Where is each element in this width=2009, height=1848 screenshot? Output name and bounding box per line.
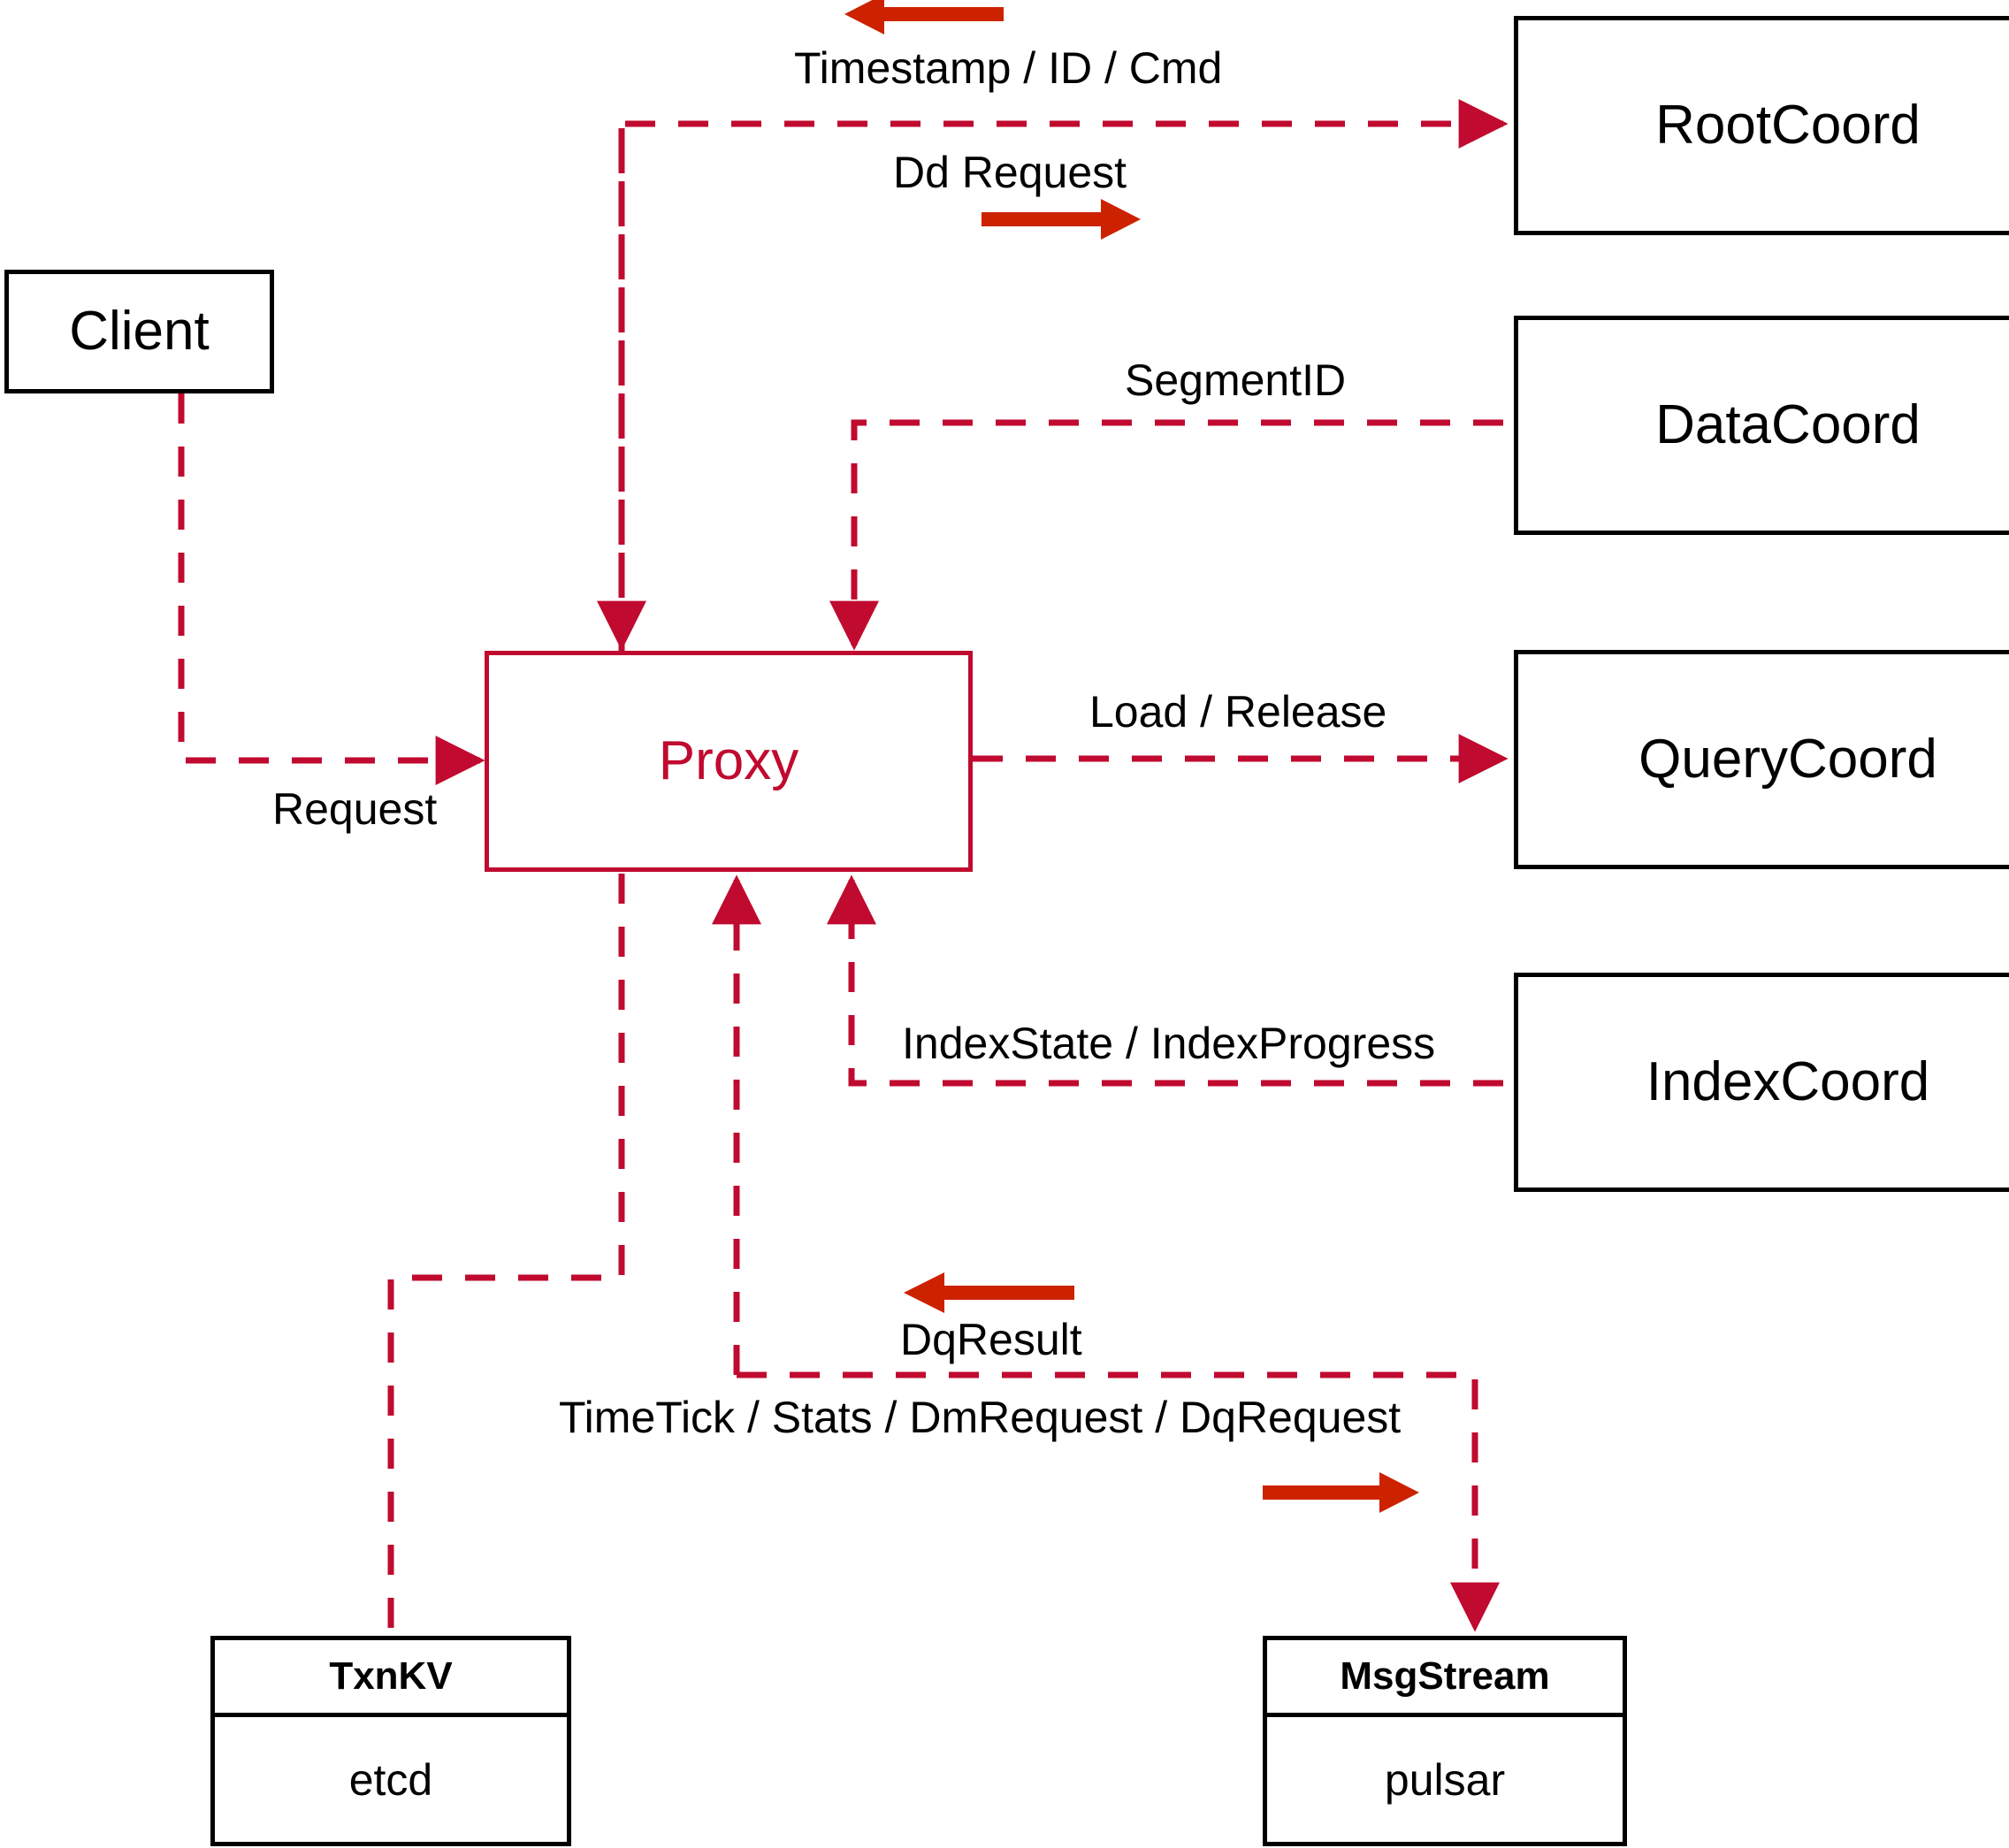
node-msgstream-title: MsgStream [1267, 1640, 1623, 1717]
node-txnkv-title: TxnKV [215, 1640, 567, 1717]
node-msgstream[interactable]: MsgStream pulsar [1263, 1636, 1627, 1846]
node-rootcoord[interactable]: RootCoord [1514, 16, 2009, 235]
edge-label-load-release: Load / Release [1089, 687, 1387, 737]
node-proxy[interactable]: Proxy [485, 651, 973, 872]
edge-proxy-to-msgstream [737, 1371, 1500, 1632]
edge-indexcoord-to-proxy [827, 874, 1503, 1087]
edge-label-timetick-stats: TimeTick / Stats / DmRequest / DqRequest [559, 1393, 1402, 1442]
node-client-label: Client [69, 301, 210, 362]
edge-label-segment-id: SegmentID [1125, 355, 1347, 405]
edge-label-request: Request [272, 784, 438, 834]
edge-label-dd-request: Dd Request [893, 148, 1127, 197]
edge-datacoord-to-proxy [829, 419, 1503, 651]
node-client[interactable]: Client [4, 270, 274, 393]
edge-label-timestamp-id-cmd: Timestamp / ID / Cmd [794, 43, 1223, 93]
node-rootcoord-label: RootCoord [1655, 95, 1921, 156]
edge-label-index-state: IndexState / IndexProgress [902, 1019, 1436, 1068]
node-txnkv-impl: etcd [348, 1754, 433, 1805]
node-querycoord-label: QueryCoord [1639, 729, 1937, 790]
node-indexcoord-label: IndexCoord [1646, 1051, 1930, 1112]
node-datacoord-label: DataCoord [1655, 394, 1921, 455]
node-indexcoord[interactable]: IndexCoord [1514, 973, 2009, 1192]
edge-proxy-to-txnkv [387, 874, 625, 1636]
edge-label-dq-result: DqResult [900, 1315, 1082, 1364]
edge-client-to-proxy [178, 393, 485, 785]
node-datacoord[interactable]: DataCoord [1514, 316, 2009, 535]
edge-proxy-to-rootcoord [618, 99, 1509, 651]
node-txnkv[interactable]: TxnKV etcd [210, 1636, 571, 1846]
node-querycoord[interactable]: QueryCoord [1514, 650, 2009, 869]
node-msgstream-impl: pulsar [1384, 1754, 1506, 1805]
node-proxy-label: Proxy [658, 730, 799, 791]
